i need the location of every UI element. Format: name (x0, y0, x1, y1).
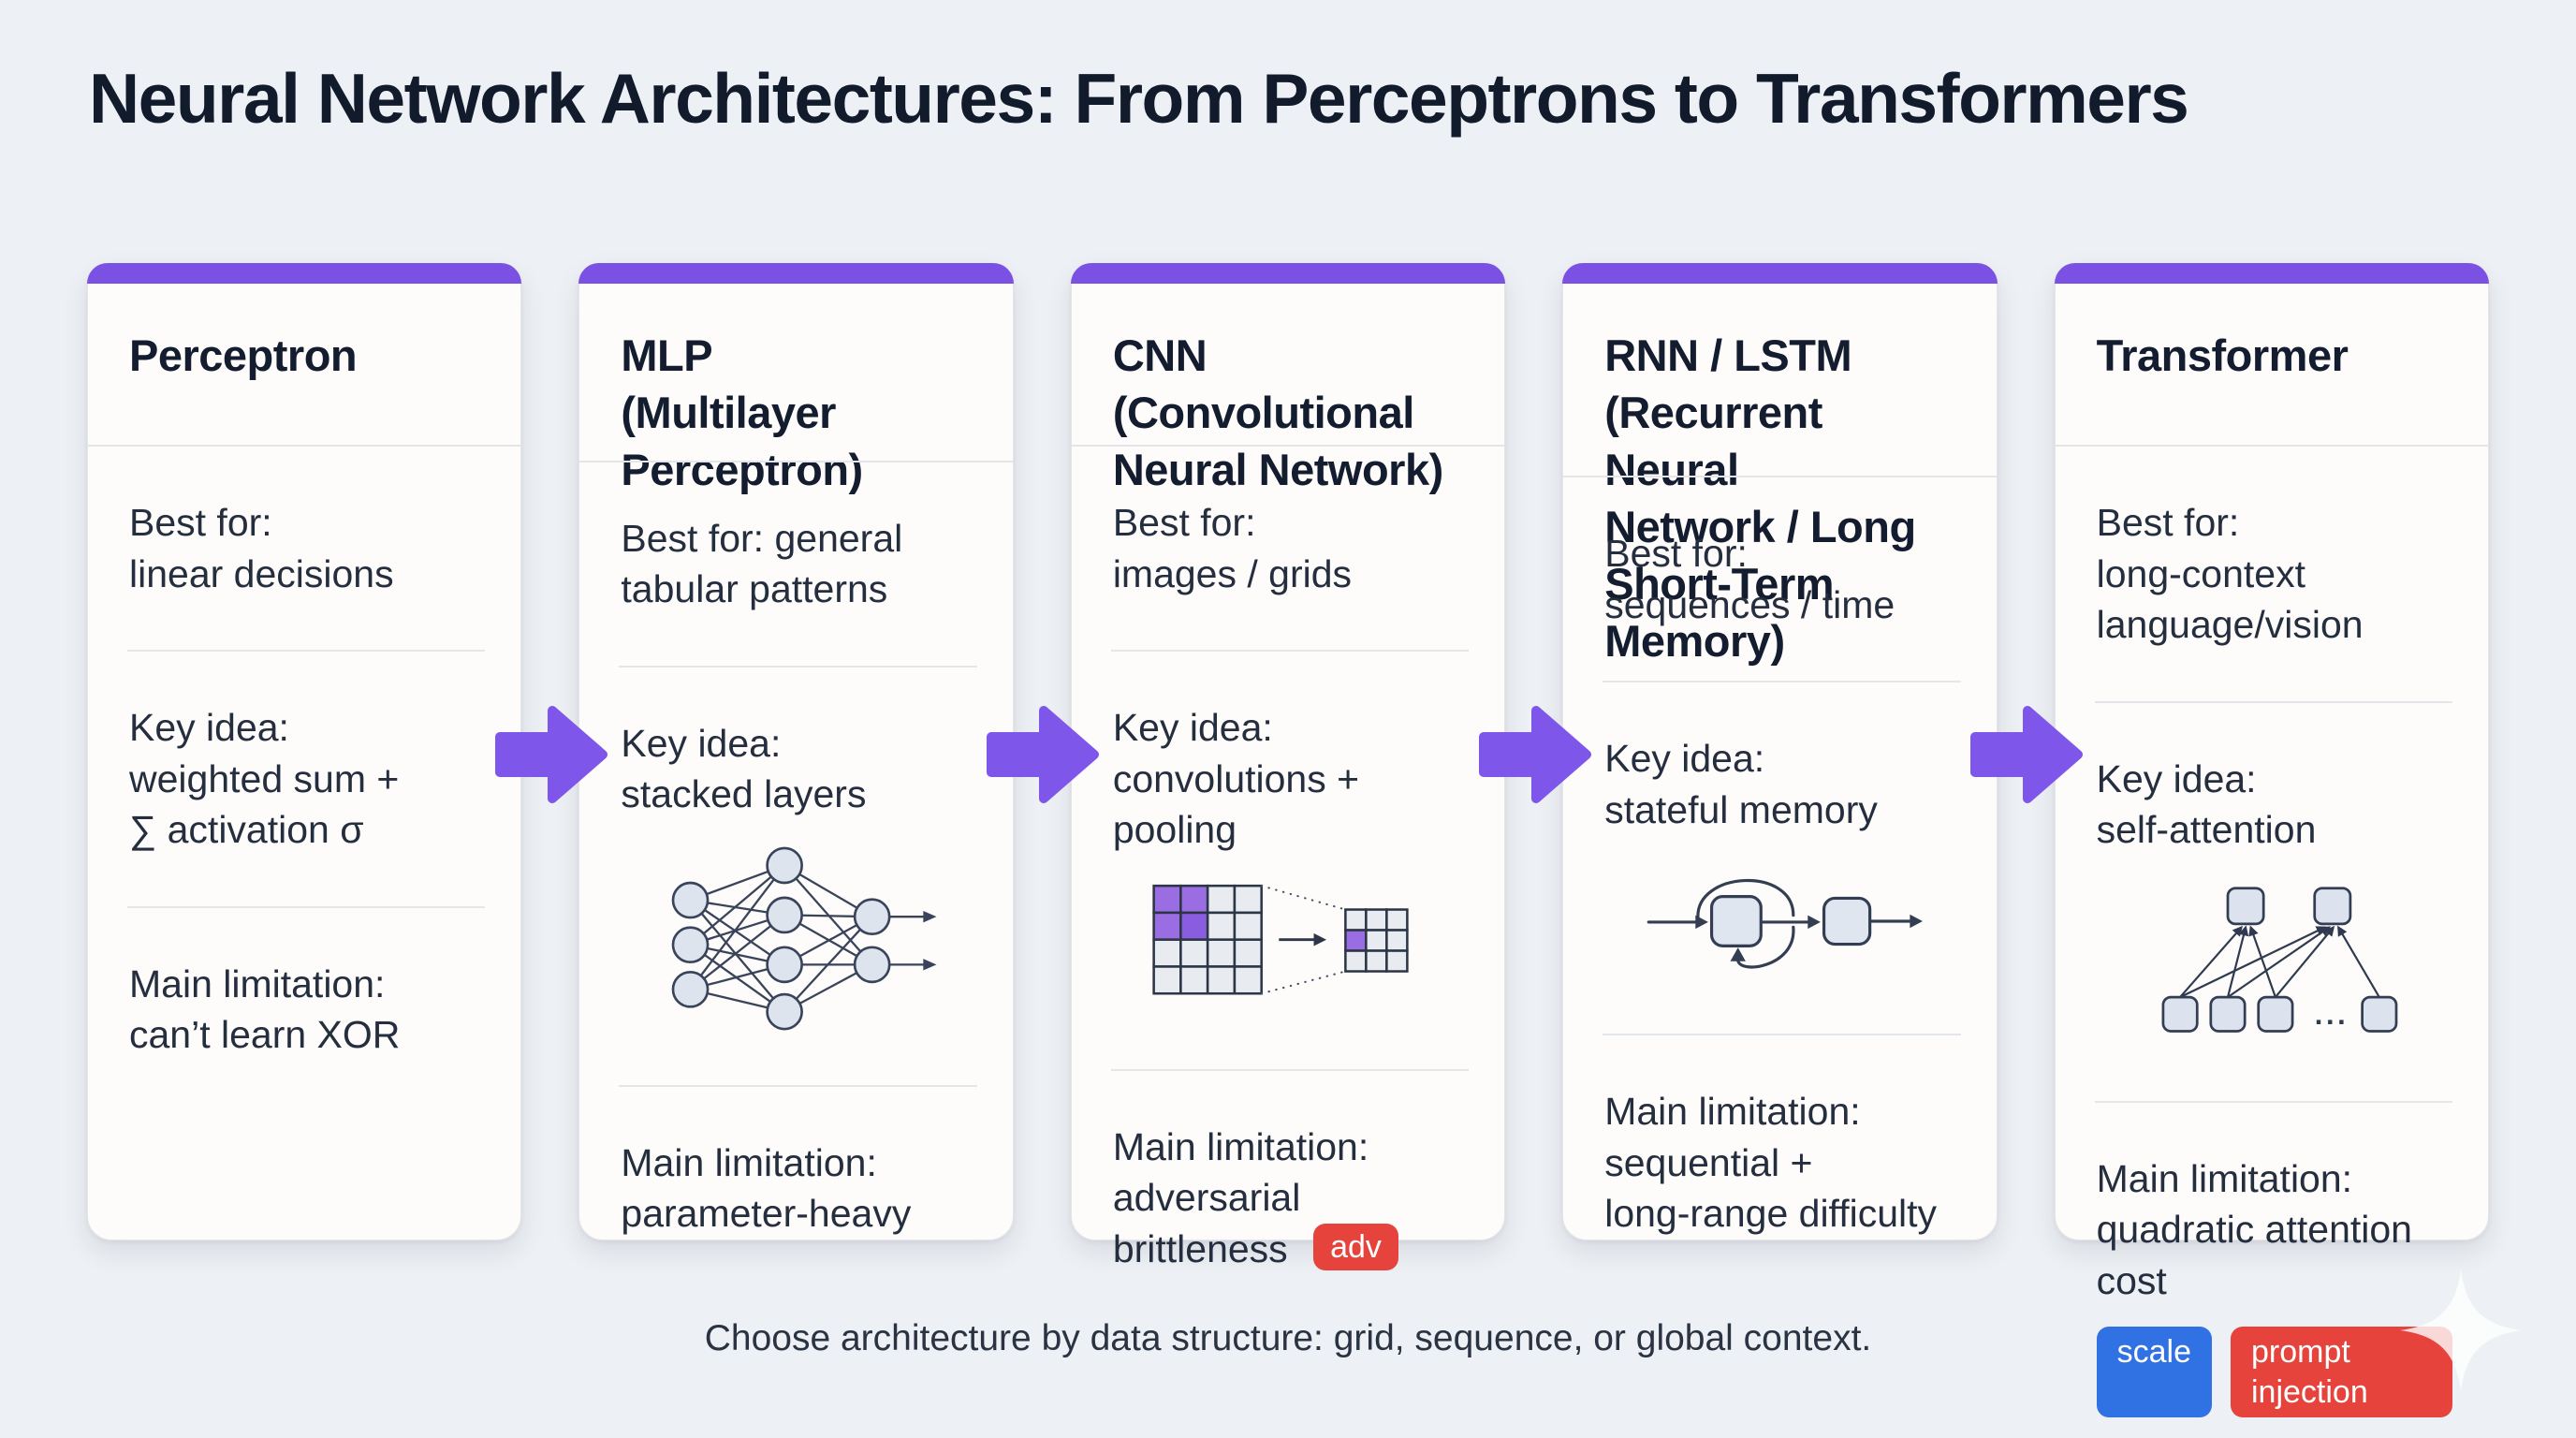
sparkle-icon (2400, 1269, 2522, 1391)
card-title: Perceptron (129, 330, 358, 380)
card-mlp: MLP (Multilayer Perceptron) Best for: ge… (578, 263, 1014, 1240)
divider (1110, 1068, 1470, 1071)
card-title: MLP (Multilayer Perceptron) (621, 330, 863, 495)
divider (1603, 1034, 1961, 1036)
key-idea-text: Key idea: weighted sum + ∑ activation σ (129, 706, 400, 852)
card-top-accent (1070, 263, 1506, 284)
right-arrow-icon (1478, 706, 1591, 803)
card-rnn-lstm: RNN / LSTM (Recurrent Neural Network / L… (1562, 263, 1998, 1240)
best-for-section: Best for: general tabular patterns (579, 462, 1012, 615)
scale-badge: scale (2096, 1327, 2212, 1418)
card-header: CNN (Convolutional Neural Network) (1072, 284, 1504, 494)
right-arrow-icon (987, 706, 1100, 803)
divider (1563, 476, 1997, 478)
key-idea-text: Key idea: convolutions + pooling (1112, 706, 1360, 852)
divider (619, 665, 977, 668)
divider (88, 445, 521, 447)
divider (2055, 445, 2489, 447)
card-header: Perceptron (88, 284, 520, 445)
footer-caption: Choose architecture by data structure: g… (704, 1318, 1872, 1358)
card-perceptron: Perceptron Best for: linear decisions Ke… (87, 263, 522, 1240)
key-idea-section: Key idea: stateful memory (1563, 682, 1996, 983)
divider (127, 650, 486, 653)
best-for-text: Best for: general tabular patterns (621, 516, 903, 611)
limitation-text: Main limitation: adversarial brittleness (1112, 1124, 1369, 1270)
ellipsis-text: ... (2315, 998, 2349, 1031)
mlp-network-diagram (671, 846, 937, 1031)
limitation-section: Main limitation: parameter-heavy (579, 1087, 1012, 1240)
card-top-accent (578, 263, 1014, 284)
card-transformer: Transformer Best for: long-context langu… (2054, 263, 2490, 1418)
divider (1110, 650, 1470, 653)
limitation-section: Main limitation: can’t learn XOR (88, 908, 520, 1061)
best-for-section: Best for: long-context language/vision (2056, 447, 2488, 651)
card-top-accent (1562, 263, 1998, 284)
limitation-text: Main limitation: quadratic attention cos… (2096, 1156, 2412, 1302)
best-for-section: Best for: linear decisions (88, 447, 520, 599)
key-idea-text: Key idea: stateful memory (1604, 737, 1878, 831)
best-for-text: Best for: images / grids (1112, 501, 1353, 595)
limitation-text: Main limitation: parameter-heavy (621, 1140, 912, 1236)
limitation-section: Main limitation: adversarial brittleness… (1072, 1071, 1504, 1275)
card-title: Transformer (2096, 330, 2349, 380)
key-idea-section: Key idea: convolutions + pooling (1072, 652, 1504, 1019)
key-idea-text: Key idea: self-attention (2096, 756, 2317, 852)
card-header: Transformer (2056, 284, 2488, 445)
right-arrow-icon (1970, 706, 2084, 803)
limitation-text: Main limitation: sequential + long-range… (1604, 1090, 1938, 1236)
card-header: MLP (Multilayer Perceptron) (579, 284, 1012, 494)
divider (1603, 681, 1961, 683)
divider (619, 1084, 977, 1087)
card-cnn: CNN (Convolutional Neural Network) Best … (1070, 263, 1506, 1271)
divider (2094, 700, 2453, 703)
best-for-text: Best for: linear decisions (129, 501, 394, 595)
divider (579, 460, 1013, 462)
divider (127, 905, 486, 908)
best-for-section: Best for: images / grids (1072, 447, 1504, 599)
badge-row: scale prompt injection (2096, 1327, 2453, 1418)
key-idea-text: Key idea: stacked layers (621, 721, 867, 816)
page-title: Neural Network Architectures: From Perce… (89, 59, 2189, 138)
cnn-pooling-diagram (1152, 884, 1409, 995)
card-top-accent (87, 263, 522, 284)
best-for-text: Best for: long-context language/vision (2096, 501, 2364, 647)
limitation-text: Main limitation: can’t learn XOR (129, 961, 401, 1057)
best-for-text: Best for: sequences / time (1604, 532, 1895, 626)
key-idea-section: Key idea: weighted sum + ∑ activation σ (88, 652, 520, 856)
limitation-section: Main limitation: sequential + long-range… (1563, 1035, 1996, 1240)
architecture-cards-row: Perceptron Best for: linear decisions Ke… (87, 263, 2490, 1418)
card-title: CNN (Convolutional Neural Network) (1112, 330, 1443, 495)
key-idea-section: Key idea: stacked layers (579, 668, 1012, 1034)
key-idea-section: Key idea: self-attention (2056, 703, 2488, 1050)
divider (1071, 445, 1505, 447)
card-title: RNN / LSTM (Recurrent Neural Network / L… (1604, 330, 1916, 667)
adv-badge: adv (1313, 1223, 1398, 1271)
best-for-section: Best for: sequences / time (1563, 477, 1996, 630)
limitation-section: Main limitation: quadratic attention cos… (2056, 1103, 2488, 1418)
card-top-accent (2054, 263, 2490, 284)
prompt-injection-badge: prompt injection (2231, 1327, 2453, 1418)
rnn-loop-diagram (1647, 879, 1924, 969)
card-header: RNN / LSTM (Recurrent Neural Network / L… (1563, 284, 1996, 666)
divider (2094, 1100, 2453, 1103)
right-arrow-icon (494, 706, 607, 803)
attention-diagram: ... (2161, 886, 2398, 1033)
